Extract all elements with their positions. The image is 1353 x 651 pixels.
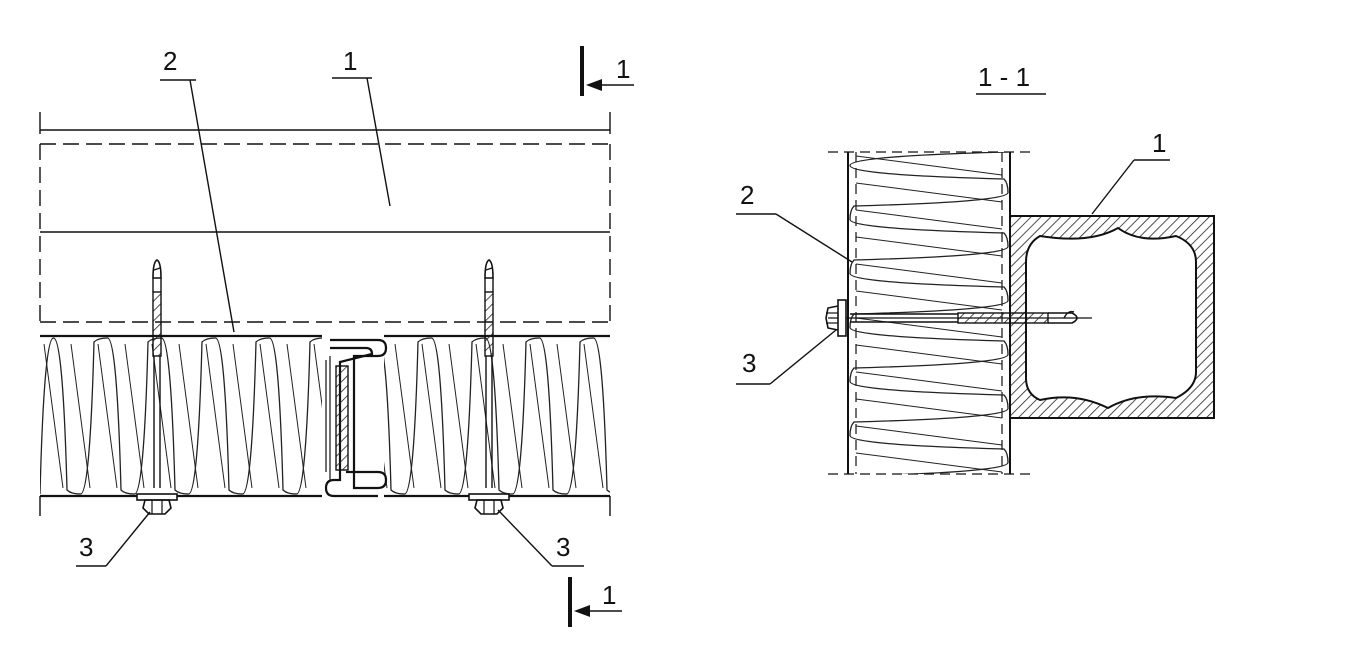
insulation-fiber	[855, 155, 1003, 473]
callout-screw-right: 3	[497, 509, 584, 567]
section-callout-panel: 2	[736, 180, 853, 263]
section-title: 1 - 1	[978, 62, 1030, 92]
section-callout-panel-label: 2	[740, 180, 754, 210]
section-mark-bottom: 1	[568, 577, 622, 627]
steel-profile	[39, 112, 611, 323]
section-callout-profile-label: 1	[1152, 128, 1166, 158]
section-mark-top-label: 1	[616, 54, 630, 84]
panel-joint	[322, 330, 388, 502]
section-callout-screw-label: 3	[742, 348, 756, 378]
callout-panel: 2	[160, 46, 235, 333]
callout-panel-label: 2	[163, 46, 177, 76]
insulation-fiber	[849, 152, 1009, 474]
callout-screw-right-label: 3	[556, 532, 570, 562]
callout-screw-left-label: 3	[79, 532, 93, 562]
self-tapping-screw	[136, 259, 178, 515]
section-callout-profile: 1	[1091, 128, 1170, 215]
section-view: 1 - 1	[736, 62, 1215, 475]
mineral-wool-insulation-section	[849, 152, 1009, 474]
callout-profile: 1	[332, 46, 391, 207]
plan-view: 1 1 1 2 3 3	[39, 46, 634, 627]
steel-tube-profile-section	[1009, 215, 1215, 419]
section-mark-top: 1	[580, 46, 634, 96]
self-tapping-screw	[468, 259, 510, 515]
self-tapping-screw-section	[825, 299, 1092, 337]
section-mark-bottom-label: 1	[602, 580, 616, 610]
callout-screw-left: 3	[76, 511, 151, 567]
section-callout-screw: 3	[736, 329, 837, 385]
callout-profile-label: 1	[343, 46, 357, 76]
